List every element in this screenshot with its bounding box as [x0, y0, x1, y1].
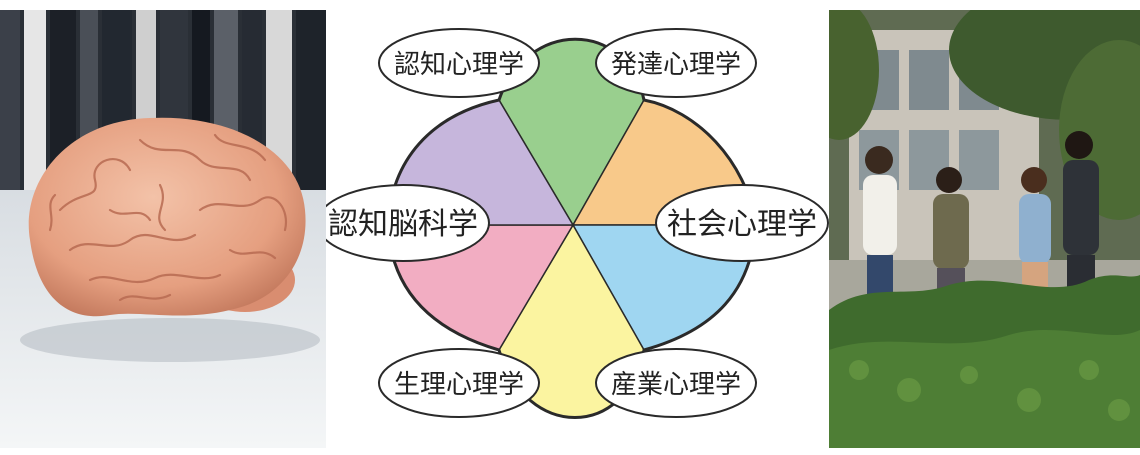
psychology-fields-diagram: 認知心理学 発達心理学 認知脳科学 社会心理学 生理心理学 産業心理学 [326, 0, 829, 455]
label-cognitive-psychology: 認知心理学 [378, 28, 540, 98]
brain-model-photo [0, 10, 326, 448]
label-text-cognitive-psychology: 認知心理学 [394, 50, 524, 80]
label-cognitive-neuroscience: 認知脳科学 [326, 184, 490, 262]
label-text-industrial-psychology: 産業心理学 [611, 370, 741, 400]
label-social-psychology: 社会心理学 [655, 184, 829, 262]
label-text-social-psychology: 社会心理学 [667, 207, 817, 242]
students-on-campus-photo [829, 10, 1140, 448]
label-text-cognitive-neuroscience: 認知脳科学 [328, 207, 478, 242]
label-industrial-psychology: 産業心理学 [595, 348, 757, 418]
label-text-physiological-psychology: 生理心理学 [394, 370, 524, 400]
label-developmental-psychology: 発達心理学 [595, 28, 757, 98]
label-physiological-psychology: 生理心理学 [378, 348, 540, 418]
label-text-developmental-psychology: 発達心理学 [611, 50, 741, 80]
